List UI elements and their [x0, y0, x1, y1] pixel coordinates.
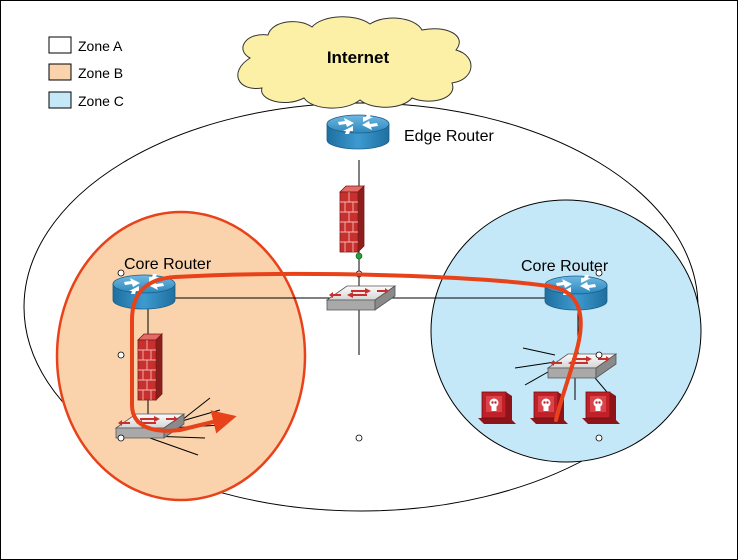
legend-swatch-zone-a [48, 36, 72, 54]
edge-router-label: Edge Router [404, 128, 495, 145]
firewall-icon [339, 185, 365, 253]
attack-path [130, 271, 583, 434]
legend: Zone A Zone B Zone C [48, 36, 124, 109]
attacker-icon [477, 391, 517, 425]
core-router-c: Core Router [521, 258, 609, 311]
legend-label-zone-c: Zone C [78, 93, 124, 109]
cloud-icon [237, 16, 472, 109]
firewall-icon [137, 333, 163, 401]
edge-router: Edge Router [326, 113, 495, 150]
core-router-b: Core Router [112, 256, 212, 310]
legend-swatch-zone-c [48, 91, 72, 109]
legend-item-zone-b: Zone B [48, 63, 123, 81]
legend-label-zone-a: Zone A [78, 38, 123, 54]
legend-item-zone-a: Zone A [48, 36, 123, 54]
legend-item-zone-c: Zone C [48, 91, 124, 109]
link-status-dot [355, 252, 363, 260]
attacker-icon [581, 391, 621, 425]
legend-label-zone-b: Zone B [78, 65, 123, 81]
core-router-c-label: Core Router [521, 258, 609, 275]
core-router-b-label: Core Router [124, 256, 212, 273]
router-icon [326, 113, 390, 150]
legend-swatch-zone-b [48, 63, 72, 81]
internet-cloud: Internet [237, 16, 472, 109]
internet-label: Internet [327, 48, 390, 67]
